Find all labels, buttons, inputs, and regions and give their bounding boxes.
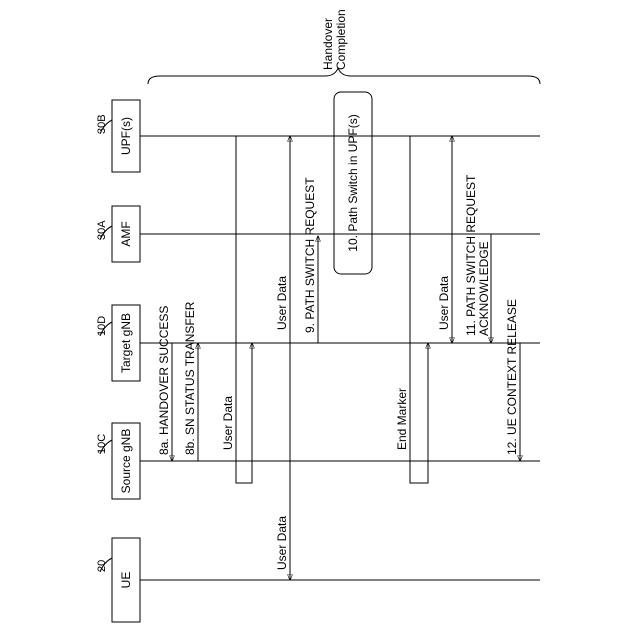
msg-12-ue-context-release: 12. UE CONTEXT RELEASE xyxy=(505,299,520,461)
svg-text:10C: 10C xyxy=(96,434,108,454)
svg-text:User Data: User Data xyxy=(221,396,235,450)
svg-text:12. UE CONTEXT RELEASE: 12. UE CONTEXT RELEASE xyxy=(505,299,519,455)
svg-text:10D: 10D xyxy=(96,316,108,336)
msg-11-path-switch-ack: 11. PATH SWITCH REQUEST ACKNOWLEDGE xyxy=(464,172,491,343)
msg-end-marker: End Marker xyxy=(395,136,428,483)
svg-text:30B: 30B xyxy=(96,114,108,134)
step-10-path-switch-box: 10. Path Switch in UPF(s) xyxy=(334,92,372,274)
ref-upf: 30B xyxy=(96,114,112,134)
ref-target-gnb: 10D xyxy=(96,316,112,336)
msg-9-path-switch-request: 9. PATH SWITCH REQUEST xyxy=(303,177,318,343)
ref-ue: 20 xyxy=(96,558,112,572)
svg-text:8b. SN STATUS TRANSFER: 8b. SN STATUS TRANSFER xyxy=(183,301,197,455)
svg-text:AMF: AMF xyxy=(119,221,133,246)
msg-user-data-target-upf: User Data xyxy=(437,136,452,343)
entity-target-gnb: Target gNB xyxy=(112,305,140,381)
msg-user-data-forwarding: User Data xyxy=(221,136,252,483)
msg-user-data-ue-upf: User Data User Data xyxy=(275,136,290,580)
entity-ue: UE xyxy=(112,538,140,622)
svg-text:Source gNB: Source gNB xyxy=(119,429,133,494)
svg-text:End Marker: End Marker xyxy=(395,388,409,450)
entity-amf: AMF xyxy=(112,206,140,262)
svg-text:UPF(s): UPF(s) xyxy=(119,117,133,155)
svg-text:User Data: User Data xyxy=(437,276,451,330)
phase-label: Handover Completion xyxy=(321,9,348,70)
svg-text:30A: 30A xyxy=(96,220,108,240)
svg-text:User Data: User Data xyxy=(275,276,289,330)
entity-upf: UPF(s) xyxy=(112,100,140,172)
svg-text:8a. HANDOVER SUCCESS: 8a. HANDOVER SUCCESS xyxy=(157,306,171,455)
svg-text:Target gNB: Target gNB xyxy=(119,313,133,373)
entity-source-gnb: Source gNB xyxy=(112,423,140,499)
ref-amf: 30A xyxy=(96,220,112,240)
svg-text:UE: UE xyxy=(119,572,133,589)
svg-text:9. PATH SWITCH REQUEST: 9. PATH SWITCH REQUEST xyxy=(303,177,317,333)
svg-text:User Data: User Data xyxy=(275,516,289,570)
msg-8a-handover-success: 8a. HANDOVER SUCCESS xyxy=(157,306,172,461)
svg-text:10. Path Switch in UPF(s): 10. Path Switch in UPF(s) xyxy=(346,114,360,251)
ref-source-gnb: 10C xyxy=(96,434,112,454)
svg-text:11. PATH SWITCH REQUEST: 11. PATH SWITCH REQUEST ACKNOWLEDGE xyxy=(464,172,491,336)
msg-8b-sn-status-transfer: 8b. SN STATUS TRANSFER xyxy=(183,301,198,461)
svg-text:20: 20 xyxy=(96,560,108,572)
